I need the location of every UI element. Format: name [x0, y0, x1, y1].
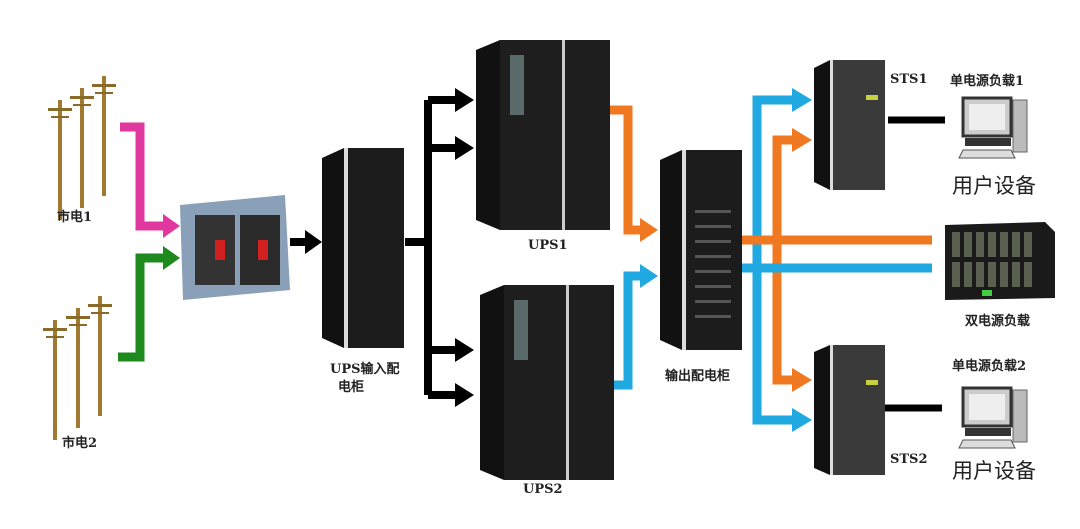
ups2-icon	[480, 285, 614, 480]
output-cabinet-icon	[660, 150, 742, 350]
utility-pole-group-1-icon	[48, 76, 116, 220]
mains2-line	[118, 253, 165, 362]
blue-distribution-line	[752, 95, 794, 425]
ups2-output-line	[614, 271, 642, 390]
ups-input-cabinet-label-line1: UPS输入配	[330, 362, 400, 377]
user-computer-1-icon	[957, 96, 1029, 160]
ups-feed-arrows	[455, 88, 474, 407]
mains1-arrow	[163, 214, 180, 238]
dual-power-server-icon	[945, 222, 1055, 300]
single-load1-label: 单电源负载1	[950, 74, 1025, 89]
single-load2-label: 单电源负载2	[952, 359, 1027, 374]
ups-input-cabinet-icon	[322, 148, 404, 348]
user-equipment2-label: 用户设备	[952, 459, 1036, 483]
user-equipment1-label: 用户设备	[952, 174, 1036, 198]
dual-load-label: 双电源负载	[965, 314, 1031, 329]
user-computer-2-icon	[957, 386, 1029, 450]
ups-input-cabinet-label-line2: 电柜	[338, 380, 365, 395]
utility-pole-group-2-icon	[43, 296, 112, 440]
mains1-line	[120, 122, 165, 231]
feed-arrow	[305, 230, 322, 254]
ups2-label: UPS2	[523, 482, 563, 497]
ats-switch-icon	[180, 195, 290, 300]
ups1-output-line	[610, 105, 642, 235]
mains2-arrow	[163, 246, 180, 270]
sts1-icon	[814, 60, 885, 190]
sts1-label: STS1	[890, 72, 928, 87]
ups1-icon	[476, 40, 610, 230]
sts2-icon	[814, 345, 885, 475]
ups-feed-branches	[405, 96, 458, 399]
orange-distribution-line	[772, 135, 794, 385]
mains2-label: 市电2	[62, 436, 98, 451]
mains1-label: 市电1	[57, 210, 93, 225]
sts2-label: STS2	[890, 452, 928, 467]
ups1-label: UPS1	[528, 238, 568, 253]
output-cabinet-label: 输出配电柜	[665, 369, 731, 384]
